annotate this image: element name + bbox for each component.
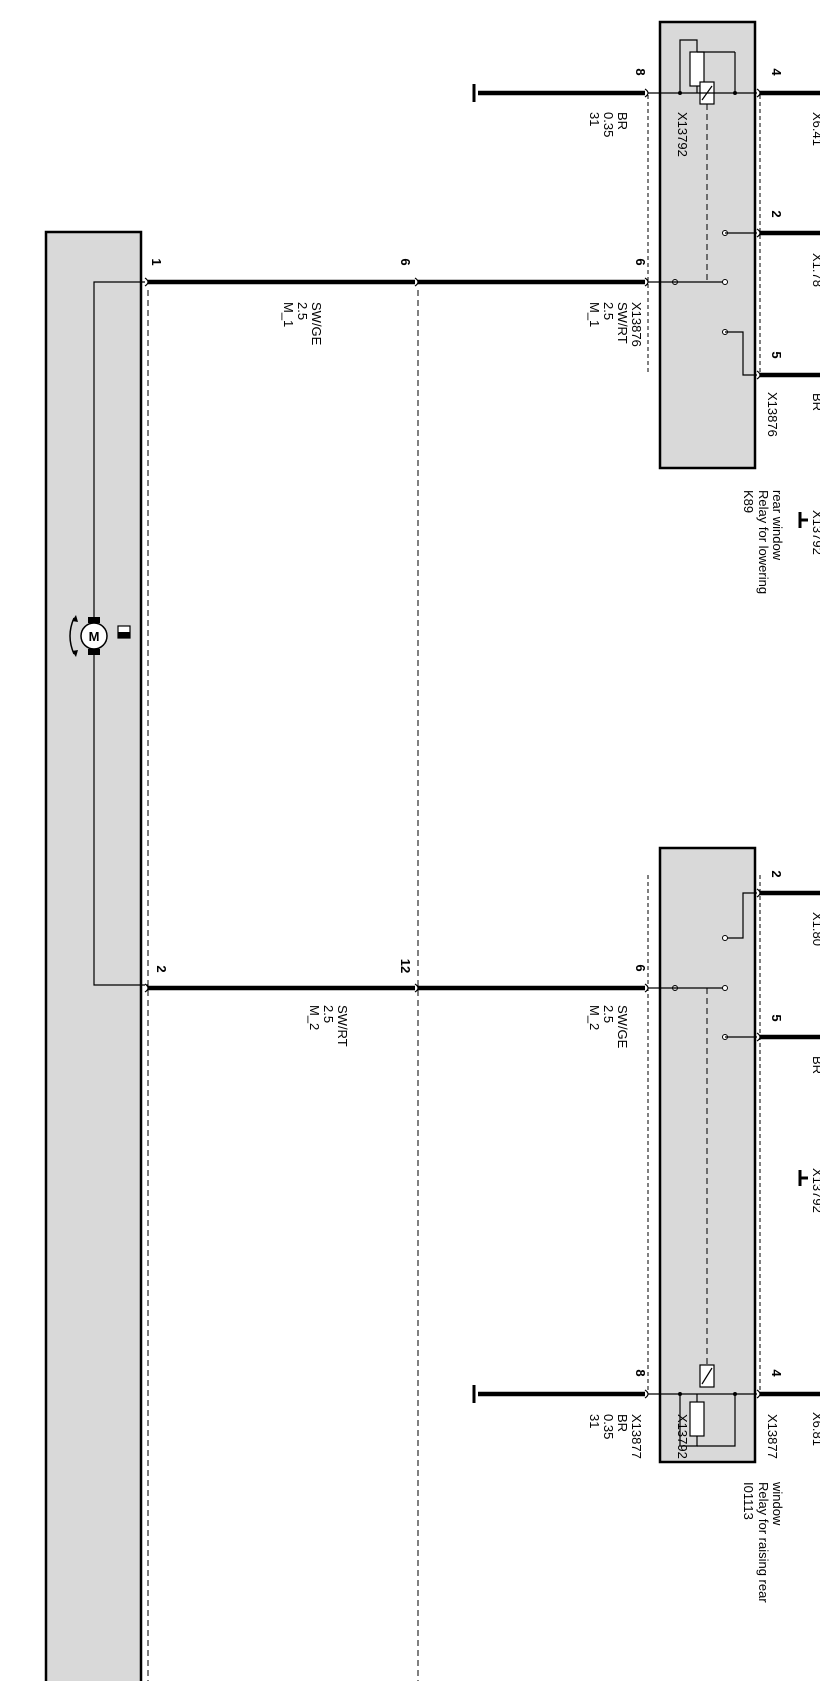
svg-text:I01113: I01113 <box>741 1482 756 1520</box>
label-ground-bottom: 31 0.35 BR X13792 <box>587 1414 690 1459</box>
i01113-pin-5: 5 <box>769 1014 784 1021</box>
svg-text:K89: K89 <box>741 490 756 513</box>
svg-text:Relay for lowering: Relay for lowering <box>756 490 771 594</box>
cut-label-i-ground: X13792 <box>810 1168 820 1213</box>
cut-label-k89-pin2: X1.78 <box>810 253 820 287</box>
k89-pin-4: 4 <box>769 68 784 76</box>
svg-text:rear window: rear window <box>770 490 785 561</box>
svg-text:2.5: 2.5 <box>601 1005 616 1023</box>
svg-text:31: 31 <box>587 112 602 126</box>
i01113-pin-2: 2 <box>769 870 784 877</box>
k89-pin-8: 8 <box>633 68 648 75</box>
cut-label-k89-pin4: X6.41 <box>810 112 820 146</box>
svg-text:BR: BR <box>615 112 630 130</box>
relay-i01113-internals <box>648 892 760 1447</box>
motor-icon: M <box>69 615 131 657</box>
motor-pin-1: 1 <box>149 258 164 265</box>
svg-text:window: window <box>770 1481 785 1526</box>
label-ground-top: 31 0.35 BR X13792 <box>587 112 690 157</box>
cut-label-i-pin4: X6.81 <box>810 1412 820 1446</box>
svg-text:2.5: 2.5 <box>321 1005 336 1023</box>
cut-label-k89-ground: X13792 <box>810 510 820 555</box>
i01113-pin-6: 6 <box>633 964 648 971</box>
label-m2-relay: M_2 2.5 SW/GE <box>587 1005 630 1049</box>
k89-pin-6: 6 <box>633 258 648 265</box>
k89-pin-5: 5 <box>769 351 784 358</box>
motor-symbol: M <box>89 629 100 644</box>
svg-text:BR: BR <box>615 1414 630 1432</box>
svg-text:2.5: 2.5 <box>601 302 616 320</box>
connector-pin-12: 12 <box>398 959 413 973</box>
ground-icon <box>798 1170 808 1186</box>
k89-connector-right: X13876 <box>765 392 780 437</box>
label-m1-motor: M_1 2.5 SW/GE <box>281 302 324 346</box>
relay-k89-internals <box>648 39 760 376</box>
svg-text:M_2: M_2 <box>307 1005 322 1030</box>
k89-pin-2: 2 <box>769 210 784 217</box>
i01113-pin-8: 8 <box>633 1369 648 1376</box>
svg-text:SW/RT: SW/RT <box>615 302 630 344</box>
svg-text:SW/GE: SW/GE <box>309 302 324 346</box>
svg-text:X13792: X13792 <box>675 112 690 157</box>
k89-connector-left: X13876 <box>629 302 644 347</box>
relay-i01113-label: I01113 Relay for raising rear window <box>741 1481 785 1603</box>
svg-text:X13792: X13792 <box>675 1414 690 1459</box>
label-m1-relay: M_1 2.5 SW/RT <box>587 302 630 344</box>
svg-text:2.5: 2.5 <box>295 302 310 320</box>
svg-text:0.35: 0.35 <box>601 1414 616 1439</box>
connector-nubs <box>144 88 761 1399</box>
svg-text:SW/GE: SW/GE <box>615 1005 630 1049</box>
svg-text:0.35: 0.35 <box>601 112 616 137</box>
i01113-connector-right: X13877 <box>765 1414 780 1459</box>
i01113-pin-4: 4 <box>769 1369 784 1377</box>
svg-text:M_2: M_2 <box>587 1005 602 1030</box>
i01113-connector-left: X13877 <box>629 1414 644 1459</box>
motor-pin-2: 2 <box>154 965 169 972</box>
label-m2-motor: M_2 2.5 SW/RT <box>307 1005 350 1047</box>
connector-pin-6: 6 <box>398 258 413 265</box>
cut-label-i-pin5: BR <box>810 1056 820 1074</box>
svg-text:M_1: M_1 <box>281 302 296 327</box>
cut-label-i-pin2: X1.80 <box>810 912 820 946</box>
cut-label-k89-pin5: BR <box>810 393 820 411</box>
svg-text:31: 31 <box>587 1414 602 1428</box>
svg-text:SW/RT: SW/RT <box>335 1005 350 1047</box>
svg-text:M_1: M_1 <box>587 302 602 327</box>
ground-icon <box>798 512 808 528</box>
svg-text:Relay for raising rear: Relay for raising rear <box>756 1482 771 1603</box>
relay-k89-label: K89 Relay for lowering rear window <box>741 490 785 594</box>
